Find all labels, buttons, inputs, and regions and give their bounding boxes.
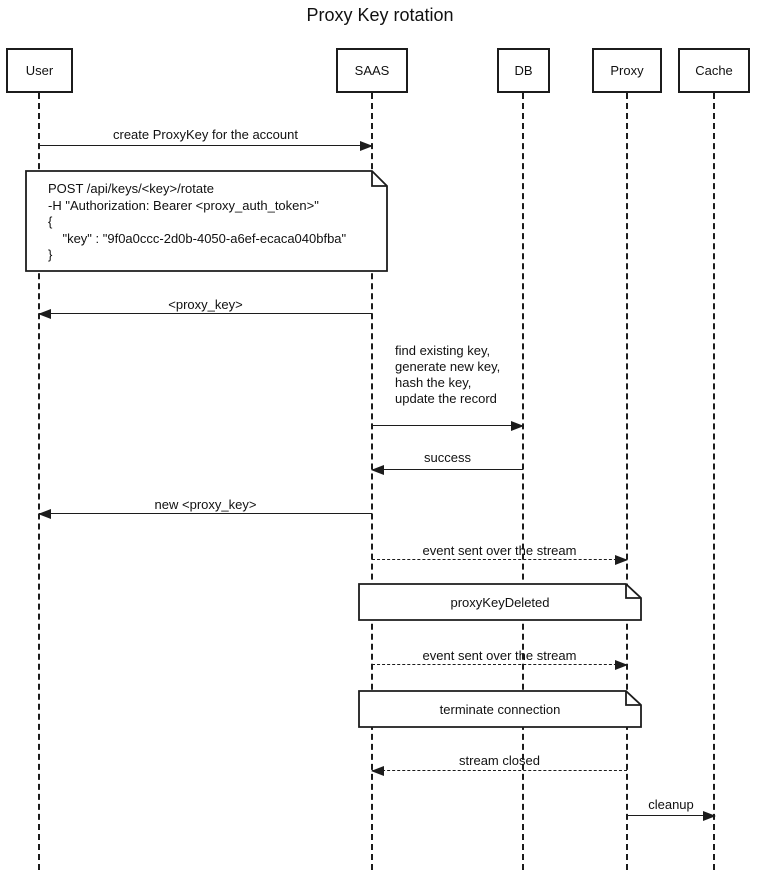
actor-label-user: User: [25, 63, 54, 78]
arrowhead-right-icon: [360, 141, 373, 151]
message-label-cleanup: cleanup: [648, 797, 694, 812]
lifeline-saas: [371, 93, 373, 870]
actor-box-saas: SAAS: [336, 48, 408, 93]
label-line-2: generate new key,: [395, 359, 501, 374]
actor-box-user: User: [6, 48, 73, 93]
actor-label-saas: SAAS: [354, 63, 390, 78]
note-rotate-request: POST /api/keys/<key>/rotate -H "Authoriz…: [25, 170, 388, 272]
arrowhead-left-icon: [38, 509, 51, 519]
arrowhead-right-icon: [615, 555, 628, 565]
arrowhead-right-icon: [615, 660, 628, 670]
lifeline-cache: [713, 93, 715, 870]
note-shape-with-fold-icon: [358, 583, 642, 621]
label-line-3: hash the key,: [395, 375, 472, 390]
arrowhead-left-icon: [371, 465, 384, 475]
note-proxykeydeleted: proxyKeyDeleted: [358, 583, 642, 621]
note-terminate-connection-text: terminate connection: [439, 701, 561, 717]
lifeline-proxy: [626, 93, 628, 870]
message-label-stream-closed: stream closed: [459, 753, 540, 768]
note-line-auth-header: -H "Authorization: Bearer <proxy_auth_to…: [48, 197, 319, 213]
arrowhead-right-icon: [703, 811, 716, 821]
message-label-event-stream-2: event sent over the stream: [422, 648, 577, 663]
diagram-title: Proxy Key rotation: [306, 5, 454, 25]
lifeline-db: [522, 93, 524, 870]
actor-box-proxy: Proxy: [592, 48, 662, 93]
message-label-event-stream-1: event sent over the stream: [422, 543, 577, 558]
actor-label-cache: Cache: [695, 63, 733, 78]
message-arrow-event-stream-1: [372, 555, 628, 565]
note-line-post: POST /api/keys/<key>/rotate: [48, 181, 214, 196]
message-arrow-proxy-key: [38, 309, 372, 319]
message-arrow-cleanup: [627, 811, 716, 821]
message-label-proxy-key: <proxy_key>: [168, 297, 243, 312]
message-arrow-event-stream-2: [372, 660, 628, 670]
note-shape-with-fold-icon: [358, 690, 642, 728]
label-line-4: update the record: [395, 391, 497, 406]
actor-box-db: DB: [497, 48, 550, 93]
note-proxykeydeleted-text: proxyKeyDeleted: [450, 594, 550, 610]
lifeline-user: [38, 93, 40, 870]
note-line-brace-close: }: [48, 247, 53, 263]
message-arrow-create-proxykey: [39, 141, 373, 151]
message-label-find-existing-key: find existing key, generate new key, has…: [395, 343, 500, 407]
arrowhead-right-icon: [511, 421, 524, 431]
message-arrow-update-record: [372, 421, 524, 431]
note-line-key-value: "key" : "9f0a0ccc-2d0b-4050-a6ef-ecaca04…: [48, 230, 347, 246]
actor-label-db: DB: [514, 63, 533, 78]
actor-box-cache: Cache: [678, 48, 750, 93]
note-terminate-connection: terminate connection: [358, 690, 642, 728]
note-rotate-request-text: POST /api/keys/<key>/rotate -H "Authoriz…: [25, 170, 388, 264]
arrowhead-left-icon: [371, 766, 384, 776]
message-label-success: success: [424, 450, 471, 465]
arrowhead-left-icon: [38, 309, 51, 319]
label-line-1: find existing key,: [395, 343, 491, 358]
message-arrow-new-proxy-key: [38, 509, 372, 519]
note-shape-with-fold-icon: [25, 170, 388, 272]
message-arrow-success: [371, 465, 523, 475]
message-label-create-proxykey: create ProxyKey for the account: [113, 127, 298, 142]
message-arrow-stream-closed: [371, 766, 627, 776]
message-label-new-proxy-key: new <proxy_key>: [154, 497, 257, 512]
note-line-brace-open: {: [48, 214, 53, 230]
actor-label-proxy: Proxy: [610, 63, 644, 78]
